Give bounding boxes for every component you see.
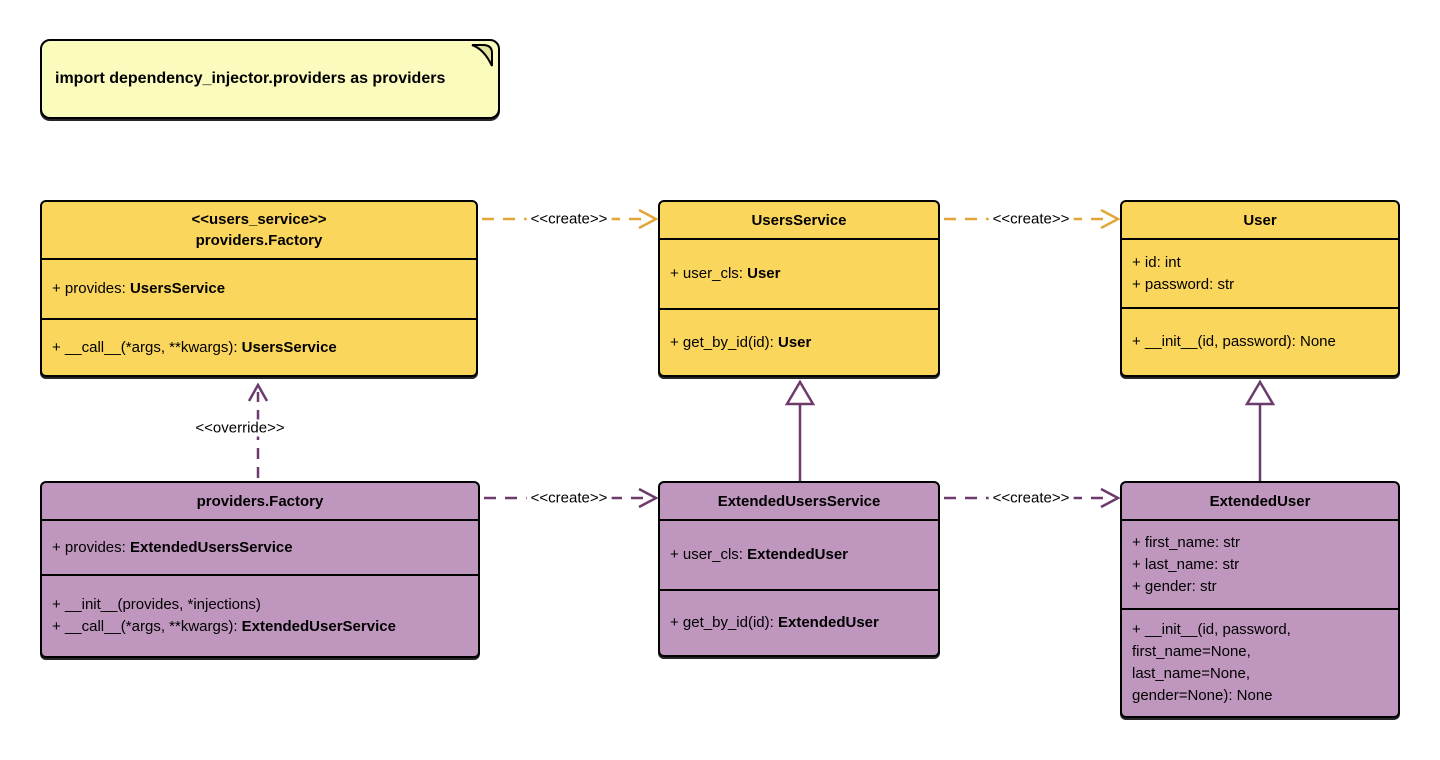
method-line: + __call__(*args, **kwargs): UsersServic… (52, 338, 337, 356)
class-name: providers.Factory (196, 492, 324, 510)
attribute-line: + user_cls: User (670, 265, 781, 282)
create-arrow-extended-factory-to-extended-users-service (484, 487, 659, 509)
attribute-line: + gender: str (1132, 577, 1217, 595)
create-arrow-users-factory-to-users-service (482, 208, 659, 230)
class-name: ExtendedUser (1209, 492, 1311, 510)
edge-label-create: <<create>> (526, 489, 612, 507)
attributes-compartment: + id: int + password: str (1122, 238, 1398, 307)
class-name: ExtendedUsersService (717, 492, 881, 510)
attributes-compartment: + user_cls: User (660, 238, 938, 308)
method-line: + __init__(provides, *injections) (52, 596, 261, 613)
class-name: providers.Factory (195, 232, 323, 249)
method-line: + get_by_id(id): ExtendedUser (670, 614, 879, 631)
methods-compartment: + __init__(id, password, first_name=None… (1122, 608, 1398, 716)
methods-compartment: + __init__(id, password): None (1122, 307, 1398, 375)
attribute-line: + id: int (1132, 253, 1181, 271)
attributes-compartment: + user_cls: ExtendedUser (660, 519, 938, 589)
edge-label-create: <<create>> (526, 210, 612, 228)
edge-label-create: <<create>> (988, 210, 1074, 228)
class-title: User (1122, 202, 1398, 238)
edge-label-create: <<create>> (988, 489, 1074, 507)
inheritance-arrow-extended-users-service (784, 379, 816, 481)
note-fold-icon (471, 44, 493, 67)
methods-compartment: + __init__(provides, *injections) + __ca… (42, 574, 478, 656)
attribute-line: + first_name: str (1132, 533, 1240, 551)
method-line: + get_by_id(id): User (670, 333, 812, 351)
methods-compartment: + get_by_id(id): ExtendedUser (660, 589, 938, 655)
create-arrow-users-service-to-user (944, 208, 1121, 230)
attribute-line: + user_cls: ExtendedUser (670, 546, 848, 563)
class-title: ExtendedUsersService (660, 483, 938, 519)
method-line: + __call__(*args, **kwargs): ExtendedUse… (52, 618, 396, 635)
attribute-line: + password: str (1132, 275, 1235, 293)
attributes-compartment: + provides: ExtendedUsersService (42, 519, 478, 574)
method-line: first_name=None, (1132, 643, 1251, 660)
inheritance-arrow-extended-user (1244, 379, 1276, 481)
note-text: import dependency_injector.providers as … (55, 70, 446, 87)
class-users-service: UsersService + user_cls: User + get_by_i… (658, 200, 940, 377)
methods-compartment: + __call__(*args, **kwargs): UsersServic… (42, 318, 476, 375)
method-line: gender=None): None (1132, 687, 1273, 704)
methods-compartment: + get_by_id(id): User (660, 308, 938, 375)
class-title: <<users_service>> providers.Factory (42, 202, 476, 258)
class-title: UsersService (660, 202, 938, 238)
method-line: last_name=None, (1132, 665, 1250, 682)
edge-label-override: <<override>> (191, 419, 289, 437)
class-users-factory: <<users_service>> providers.Factory + pr… (40, 200, 478, 377)
attribute-line: + provides: UsersService (52, 280, 226, 297)
create-arrow-extended-users-service-to-extended-user (944, 487, 1121, 509)
attributes-compartment: + first_name: str + last_name: str + gen… (1122, 519, 1398, 608)
class-extended-factory: providers.Factory + provides: ExtendedUs… (40, 481, 480, 658)
class-title: providers.Factory (42, 483, 478, 519)
class-extended-users-service: ExtendedUsersService + user_cls: Extende… (658, 481, 940, 657)
method-line: + __init__(id, password, (1132, 621, 1291, 638)
class-extended-user: ExtendedUser + first_name: str + last_na… (1120, 481, 1400, 718)
class-name: User (1243, 211, 1277, 229)
import-note: import dependency_injector.providers as … (40, 39, 500, 119)
attribute-line: + last_name: str (1132, 555, 1240, 573)
class-title: ExtendedUser (1122, 483, 1398, 519)
method-line: + __init__(id, password): None (1132, 333, 1336, 350)
attributes-compartment: + provides: UsersService (42, 258, 476, 318)
attribute-line: + provides: ExtendedUsersService (52, 538, 293, 556)
class-stereotype: <<users_service>> (191, 211, 327, 228)
class-name: UsersService (751, 211, 847, 229)
class-user: User + id: int + password: str + __init_… (1120, 200, 1400, 377)
